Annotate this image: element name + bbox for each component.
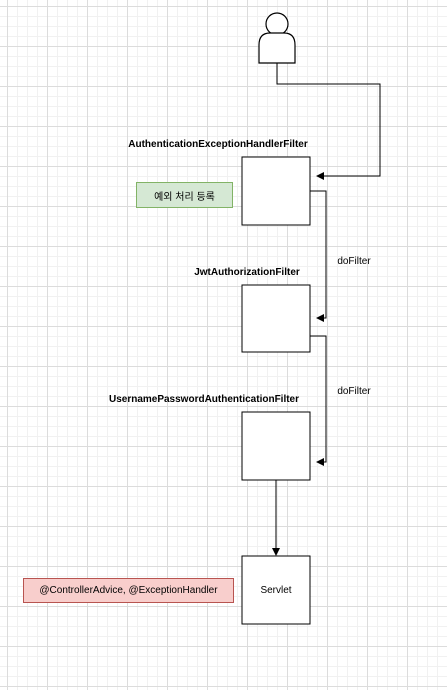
servlet-label: Servlet: [260, 585, 291, 596]
jwt-authorization-filter-title: JwtAuthorizationFilter: [194, 267, 300, 278]
edge-label-dofilter: doFilter: [337, 386, 371, 397]
user-icon: [258, 12, 296, 64]
edge-label-dofilter: doFilter: [337, 256, 371, 267]
controller-advice-note: @ControllerAdvice, @ExceptionHandler: [23, 578, 234, 603]
exception-handler-filter-title: AuthenticationExceptionHandlerFilter: [128, 139, 308, 150]
exception-register-note: 예외 처리 등록: [136, 182, 233, 208]
exception-handler-filter-box: [241, 156, 311, 226]
username-password-filter-title: UsernamePasswordAuthenticationFilter: [109, 394, 299, 405]
servlet-box: [241, 555, 311, 625]
connector-jwt-to-username-filter: [310, 335, 327, 466]
connector-user-to-exception-filter: [276, 63, 381, 180]
connector-exception-to-jwt-filter: [310, 190, 327, 322]
jwt-authorization-filter-box: [241, 284, 311, 353]
username-password-filter-box: [241, 411, 311, 481]
